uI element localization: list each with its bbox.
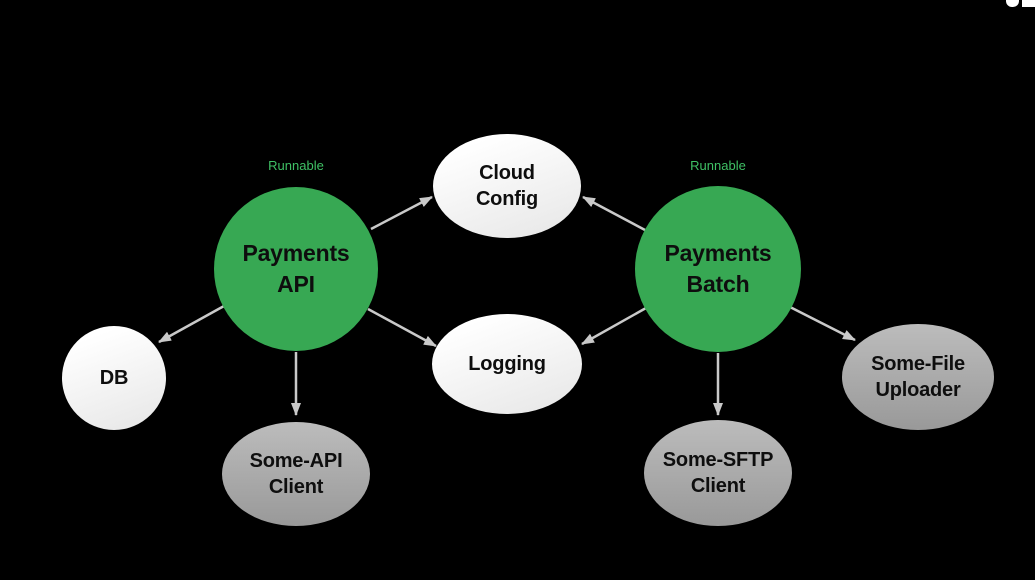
edge-payments-api-to-cloud-config bbox=[370, 195, 433, 231]
node-label-line: Some-File bbox=[871, 352, 965, 375]
node-db: DB bbox=[62, 326, 166, 430]
fragment-glyph-curved bbox=[1006, 0, 1019, 7]
node-some-api-client: Some-API Client bbox=[222, 422, 370, 526]
node-label-line: Client bbox=[690, 475, 746, 497]
node-label-line: DB bbox=[99, 366, 129, 389]
node-cloud-config: Cloud Config bbox=[433, 134, 581, 238]
runnable-badge-payments-api: Runnable bbox=[268, 158, 324, 173]
node-label-line: Some-API bbox=[249, 449, 343, 472]
node-label-line: Batch bbox=[686, 271, 750, 297]
node-payments-batch: Payments Batch bbox=[635, 186, 801, 352]
node-label-line: Logging bbox=[468, 352, 546, 375]
edge-payments-batch-to-logging bbox=[581, 306, 647, 346]
node-label-line: Cloud bbox=[479, 161, 535, 184]
edge-payments-api-to-logging bbox=[367, 307, 437, 348]
node-some-sftp-client: Some-SFTP Client bbox=[644, 420, 792, 526]
edge-payments-batch-to-cloud-config bbox=[582, 195, 646, 232]
edge-payments-api-to-db bbox=[158, 304, 225, 344]
node-label-line: API bbox=[277, 271, 315, 297]
node-payments-api: Payments API bbox=[214, 187, 378, 351]
fragment-glyph-bar bbox=[1022, 0, 1035, 7]
node-label-line: Config bbox=[475, 188, 539, 210]
node-logging: Logging bbox=[432, 314, 582, 414]
node-label-line: Client bbox=[268, 476, 324, 498]
node-label-line: Uploader bbox=[875, 379, 961, 401]
runnable-badge-payments-batch: Runnable bbox=[690, 158, 746, 173]
clipped-logo-fragment bbox=[1006, 0, 1035, 7]
node-label-line: Some-SFTP bbox=[662, 448, 774, 471]
node-some-file-uploader: Some-File Uploader bbox=[842, 324, 994, 430]
node-label-line: Payments bbox=[242, 239, 350, 266]
edge-payments-batch-to-some-file-uploader bbox=[789, 305, 856, 342]
node-label-line: Payments bbox=[664, 239, 772, 266]
